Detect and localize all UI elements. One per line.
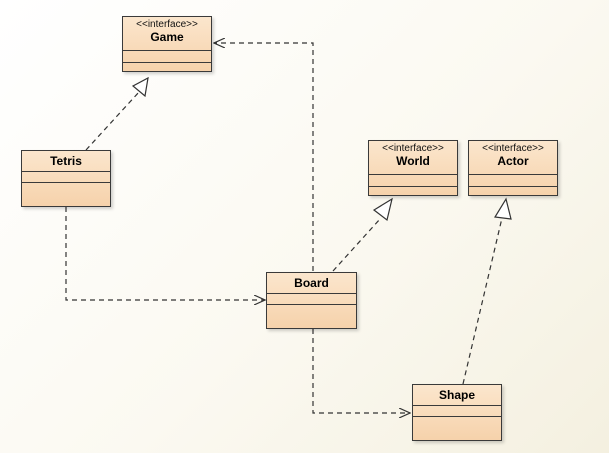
class-shape[interactable]: Shape [412,384,502,441]
class-world-attributes [369,175,457,187]
realization-shape-actor [462,217,503,385]
class-world-name-cell: <<interface>> World [369,141,457,175]
class-world[interactable]: <<interface>> World [368,140,458,196]
class-tetris-name: Tetris [50,154,82,168]
class-world-stereotype: <<interface>> [382,143,444,154]
class-actor-stereotype: <<interface>> [482,143,544,154]
class-actor[interactable]: <<interface>> Actor [468,140,558,196]
class-shape-attributes [413,406,501,417]
class-world-name: World [396,154,430,168]
class-game-name: Game [150,30,184,44]
dependency-tetris-board [65,207,265,300]
dependency-board-game [214,43,314,271]
class-actor-attributes [469,175,557,187]
class-shape-name-cell: Shape [413,385,501,406]
class-game[interactable]: <<interface>> Game [122,16,212,72]
class-board[interactable]: Board [266,272,357,329]
class-board-attributes [267,294,356,305]
class-game-name-cell: <<interface>> Game [123,17,211,51]
realization-arrowhead-world [372,197,393,222]
class-game-attributes [123,51,211,63]
class-board-name-cell: Board [267,273,356,294]
class-game-stereotype: <<interface>> [136,19,198,30]
class-actor-name-cell: <<interface>> Actor [469,141,557,175]
class-tetris-attributes [22,172,110,183]
class-shape-name: Shape [438,388,475,402]
realization-tetris-game [85,91,140,151]
realization-arrowhead-actor [494,197,512,220]
class-tetris-name-cell: Tetris [22,151,110,172]
class-actor-name: Actor [497,154,529,168]
realization-board-world [332,218,381,272]
class-tetris[interactable]: Tetris [21,150,111,207]
class-board-name: Board [294,276,329,290]
realization-arrowhead-game [131,76,149,98]
dependency-board-shape [312,329,410,413]
